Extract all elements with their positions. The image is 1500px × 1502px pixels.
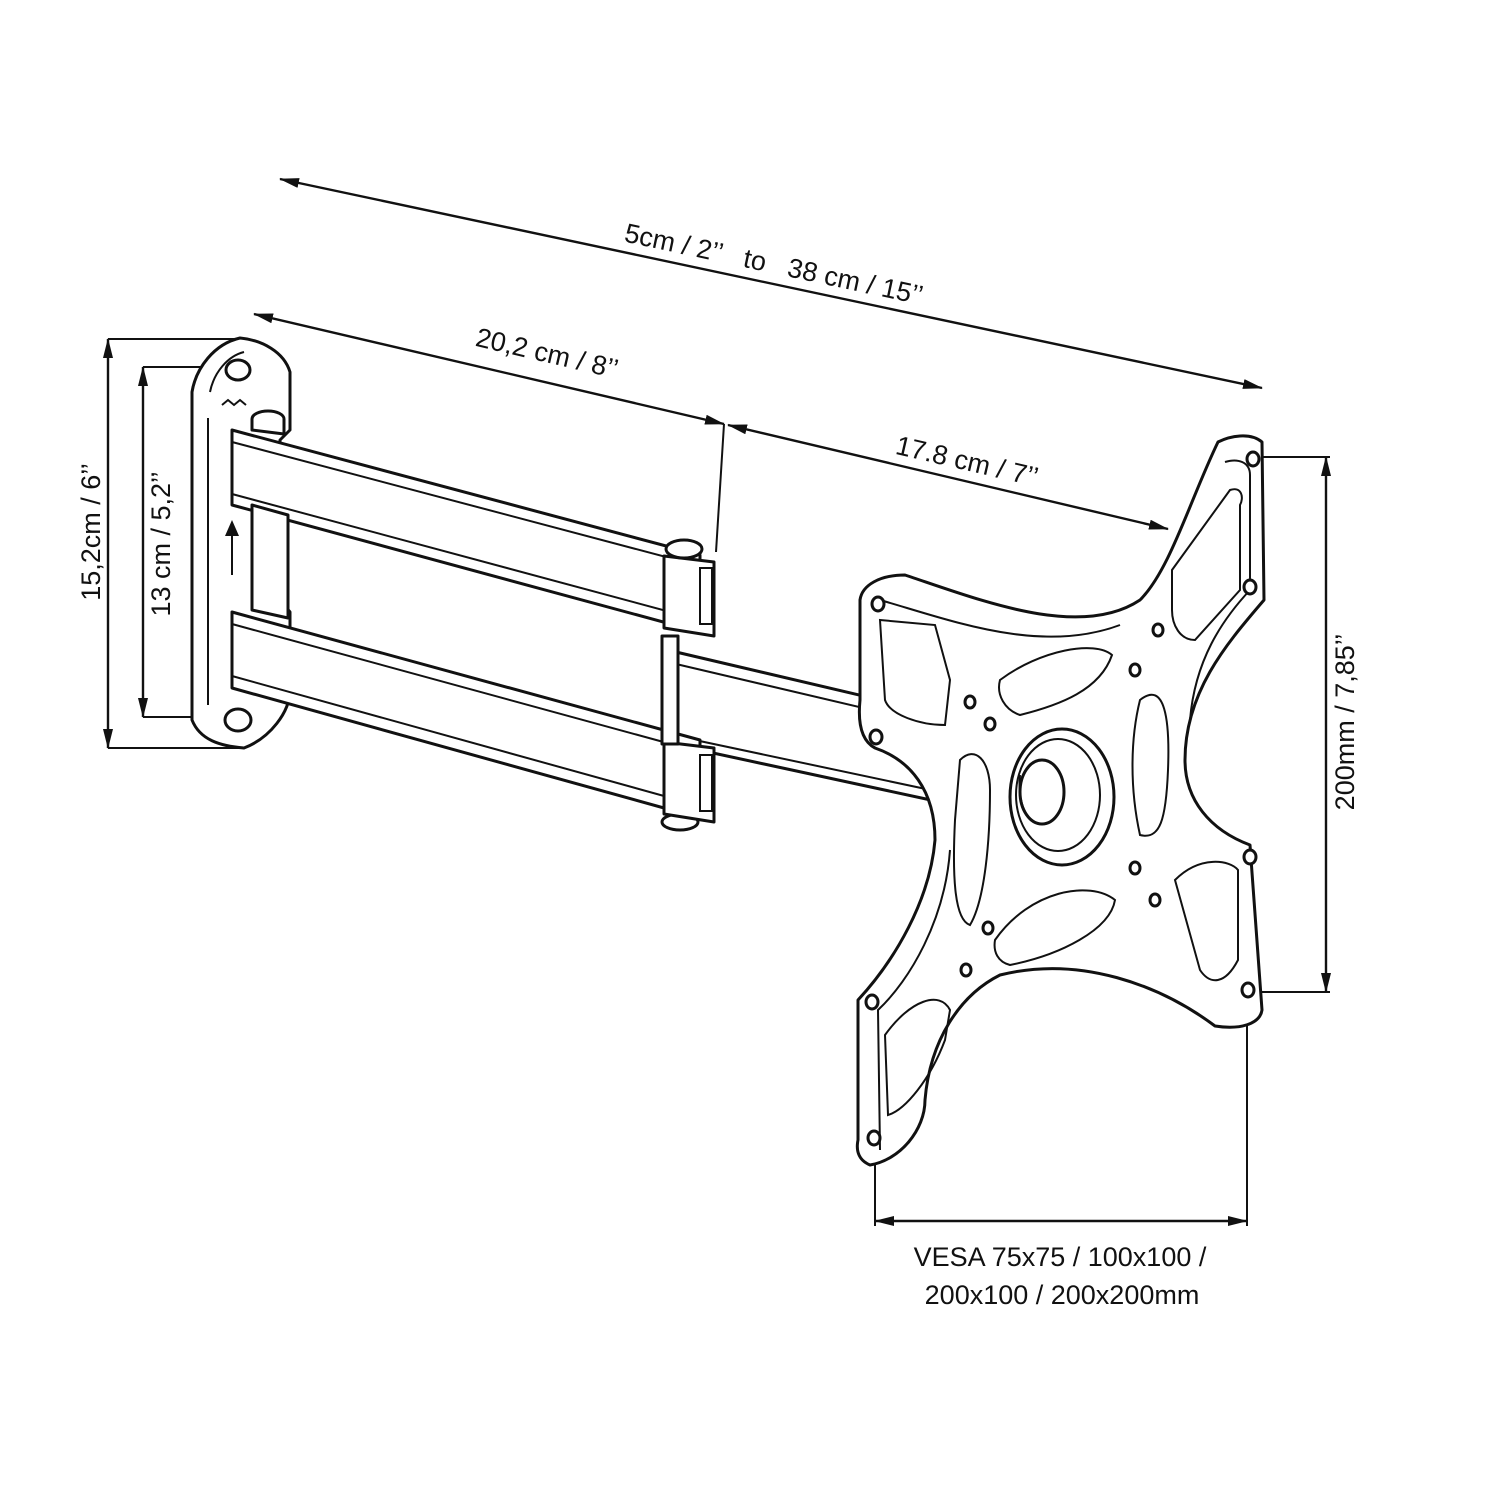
vesa-sizes-line1: VESA 75x75 / 100x100 / (914, 1242, 1207, 1272)
wall-plate-bottom-hole (223, 707, 253, 733)
vesa-hole-bottom-right (1240, 981, 1256, 999)
vesa-sizes-line2: 200x100 / 200x200mm (925, 1280, 1200, 1310)
arm-column (250, 503, 290, 620)
elbow-joint (660, 538, 716, 824)
first-arm-arrow (253, 312, 725, 426)
hole-spacing-label: 13 cm / 5,2’’ (146, 471, 176, 616)
mount-drawing (190, 336, 1266, 1167)
first-arm-top (230, 409, 702, 634)
total-extension-arrow (279, 177, 1263, 390)
total-extension-label: 5cm / 2’’ to 38 cm / 15’’ (622, 218, 926, 311)
second-arm-label: 17.8 cm / 7’’ (893, 430, 1041, 492)
first-arm-extension-line (715, 423, 725, 553)
vesa-hole-top-right (1245, 450, 1261, 468)
first-arm-label: 20,2 cm / 8’’ (473, 322, 621, 384)
wall-plate-height-label: 15,2cm / 6’’ (76, 463, 106, 601)
vesa-plate (855, 434, 1266, 1167)
dimension-lines (103, 177, 1331, 1226)
first-arm-bottom (230, 610, 702, 832)
wall-plate-top-hole (224, 358, 252, 382)
vesa-height-label: 200mm / 7,85’’ (1330, 634, 1360, 811)
second-arm-arrow (727, 423, 1169, 531)
vesa-hole-bottom-left (866, 1129, 882, 1147)
